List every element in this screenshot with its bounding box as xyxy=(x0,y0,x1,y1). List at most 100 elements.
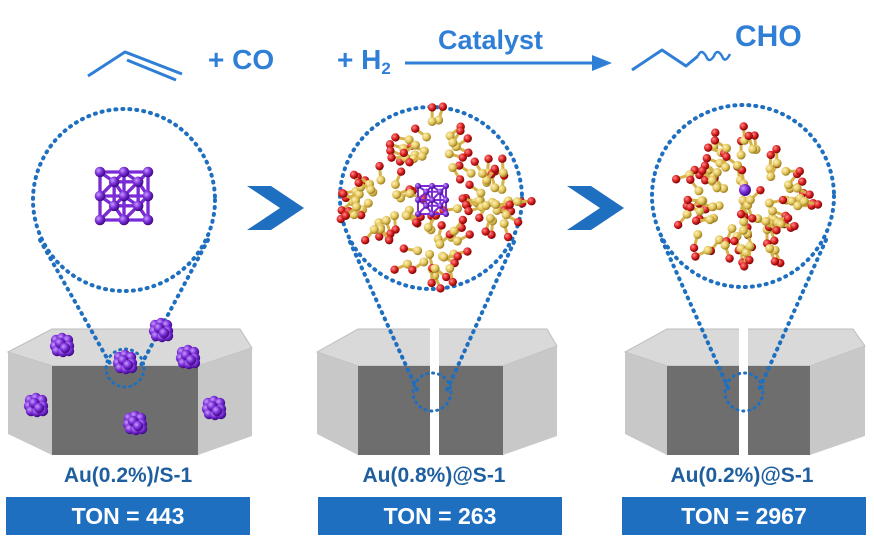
silicon-atom xyxy=(761,217,770,226)
oxygen-atom xyxy=(439,103,447,111)
oxygen-atom xyxy=(391,133,399,141)
silicon-atom xyxy=(781,167,790,176)
silicon-atom xyxy=(366,185,375,194)
panel-3-zeolite-block xyxy=(625,326,865,458)
gold-atom xyxy=(143,215,154,226)
silicon-atom xyxy=(491,200,500,209)
oxygen-atom xyxy=(465,181,473,189)
oxygen-atom xyxy=(463,247,471,255)
oxygen-atom xyxy=(796,167,804,175)
gold-atom xyxy=(443,197,449,203)
silicon-atom xyxy=(476,188,485,197)
oxygen-atom xyxy=(772,226,780,234)
oxygen-atom xyxy=(437,221,445,229)
gold-atom xyxy=(133,201,144,212)
oxygen-atom xyxy=(491,165,499,173)
gold-atom xyxy=(143,167,154,178)
ton-label: TON xyxy=(681,503,729,529)
oxygen-atom xyxy=(527,197,535,205)
silicon-atom xyxy=(697,196,706,205)
aldehyde-molecule xyxy=(632,50,698,70)
gold-atom xyxy=(119,215,130,226)
oxygen-atom xyxy=(400,244,408,252)
silicon-atom xyxy=(448,138,457,147)
silicon-atom xyxy=(737,151,746,160)
ton-badge-1: TON = 443 xyxy=(6,497,250,535)
oxygen-atom xyxy=(506,200,514,208)
oxygen-atom xyxy=(350,171,358,179)
oxygen-atom xyxy=(361,236,369,244)
silicon-atom xyxy=(739,226,748,235)
oxygen-atom xyxy=(436,284,444,292)
chevron-right-icon xyxy=(567,186,624,230)
gold-cluster-large xyxy=(95,167,154,226)
reagent-co: + CO xyxy=(208,44,274,76)
reagent-h2-subscript: 2 xyxy=(381,59,390,78)
silicon-atom xyxy=(721,163,730,172)
gold-particle-atom xyxy=(186,355,196,365)
silicon-atom xyxy=(768,206,777,215)
silicon-atom xyxy=(745,242,754,251)
ton-value: 2967 xyxy=(756,503,807,529)
gold-atom xyxy=(437,189,443,195)
chevron-right-icon xyxy=(247,186,304,230)
product-label: CHO xyxy=(735,20,802,54)
silicon-atom xyxy=(486,214,495,223)
gold-particle-atom xyxy=(60,343,70,353)
silicon-atom xyxy=(419,257,428,266)
oxygen-atom xyxy=(400,149,408,157)
oxygen-atom xyxy=(814,200,822,208)
silicon-atom xyxy=(428,117,437,126)
silicon-atom xyxy=(499,168,508,177)
oxygen-atom xyxy=(342,212,350,220)
oxygen-atom xyxy=(449,278,457,286)
oxygen-atom xyxy=(690,244,698,252)
ton-label: TON xyxy=(384,503,432,529)
silicon-atom xyxy=(800,197,809,206)
oxygen-atom xyxy=(770,236,778,244)
oxygen-atom xyxy=(484,155,492,163)
oxygen-atom xyxy=(471,157,479,165)
silicon-atom xyxy=(712,183,721,192)
ton-badge-3: TON = 2967 xyxy=(622,497,866,535)
silicon-atom xyxy=(721,241,730,250)
silicon-atom xyxy=(413,246,422,255)
silicon-atom xyxy=(765,244,774,253)
silicon-atom xyxy=(411,141,420,150)
gold-atom xyxy=(95,191,106,202)
oxygen-atom xyxy=(481,227,489,235)
oxygen-atom xyxy=(691,252,699,260)
oxygen-atom xyxy=(686,203,694,211)
oxygen-atom xyxy=(756,186,764,194)
ton-value: 443 xyxy=(146,503,184,529)
oxygen-atom xyxy=(408,266,416,274)
gold-atom xyxy=(119,191,130,202)
silicon-atom xyxy=(424,223,433,232)
oxygen-atom xyxy=(711,136,719,144)
oxygen-atom xyxy=(411,124,419,132)
silicon-atom xyxy=(402,211,411,220)
silicon-atom xyxy=(392,190,401,199)
silicon-atom xyxy=(435,240,444,249)
silicon-atom xyxy=(448,163,457,172)
silicon-atom xyxy=(406,189,415,198)
oxygen-atom xyxy=(397,167,405,175)
catalyst-name-1: Au(0.2%)/S-1 xyxy=(8,464,248,488)
gold-atom xyxy=(133,177,144,188)
oxygen-atom xyxy=(805,190,813,198)
gold-atom xyxy=(429,197,435,203)
oxygen-atom xyxy=(375,162,383,170)
single-gold-atom xyxy=(739,184,751,196)
gold-atom xyxy=(429,211,435,217)
gold-atom xyxy=(429,183,435,189)
silicon-atom xyxy=(733,161,742,170)
oxygen-atom xyxy=(454,252,462,260)
silicon-atom xyxy=(706,215,715,224)
gold-atom xyxy=(109,177,120,188)
silicon-atom xyxy=(502,210,511,219)
oxygen-atom xyxy=(722,153,730,161)
catalyst-name-2: Au(0.8%)@S-1 xyxy=(314,464,554,488)
oxygen-atom xyxy=(686,176,694,184)
oxygen-atom xyxy=(739,122,747,130)
